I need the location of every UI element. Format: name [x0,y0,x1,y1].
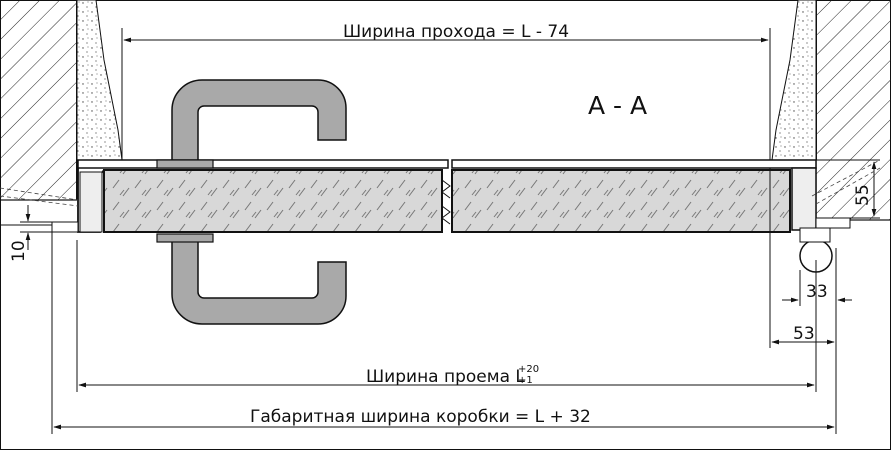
dim-33 [782,270,852,306]
dim-53 [769,168,835,348]
dim-10 [20,205,52,250]
opening-tol-upper: +20 [518,364,539,375]
left-foam-fill [76,0,123,161]
hinge [799,227,833,273]
dim-33-label: 33 [806,282,828,302]
passage-width-label: Ширина прохода = L - 74 [343,22,569,42]
dim-passage-width [121,28,771,160]
dim-53-label: 53 [793,324,815,344]
dim-55-label: 55 [853,184,873,206]
opening-tol-lower: +1 [518,375,533,386]
dim-10-label: 10 [9,240,29,262]
section-label: A - A [588,91,647,120]
door-frame [51,159,851,233]
door-leaf [103,169,791,233]
dim-opening-width [76,240,817,392]
dim-frame-width [51,232,837,434]
opening-width-label: Ширина проема L [366,367,525,387]
construction-lines [0,159,881,207]
left-wall [0,0,78,226]
frame-width-label: Габаритная ширина коробки = L + 32 [250,407,591,427]
right-foam-fill [771,0,817,161]
door-handle-lower [156,233,347,325]
door-handle-upper [156,79,347,169]
